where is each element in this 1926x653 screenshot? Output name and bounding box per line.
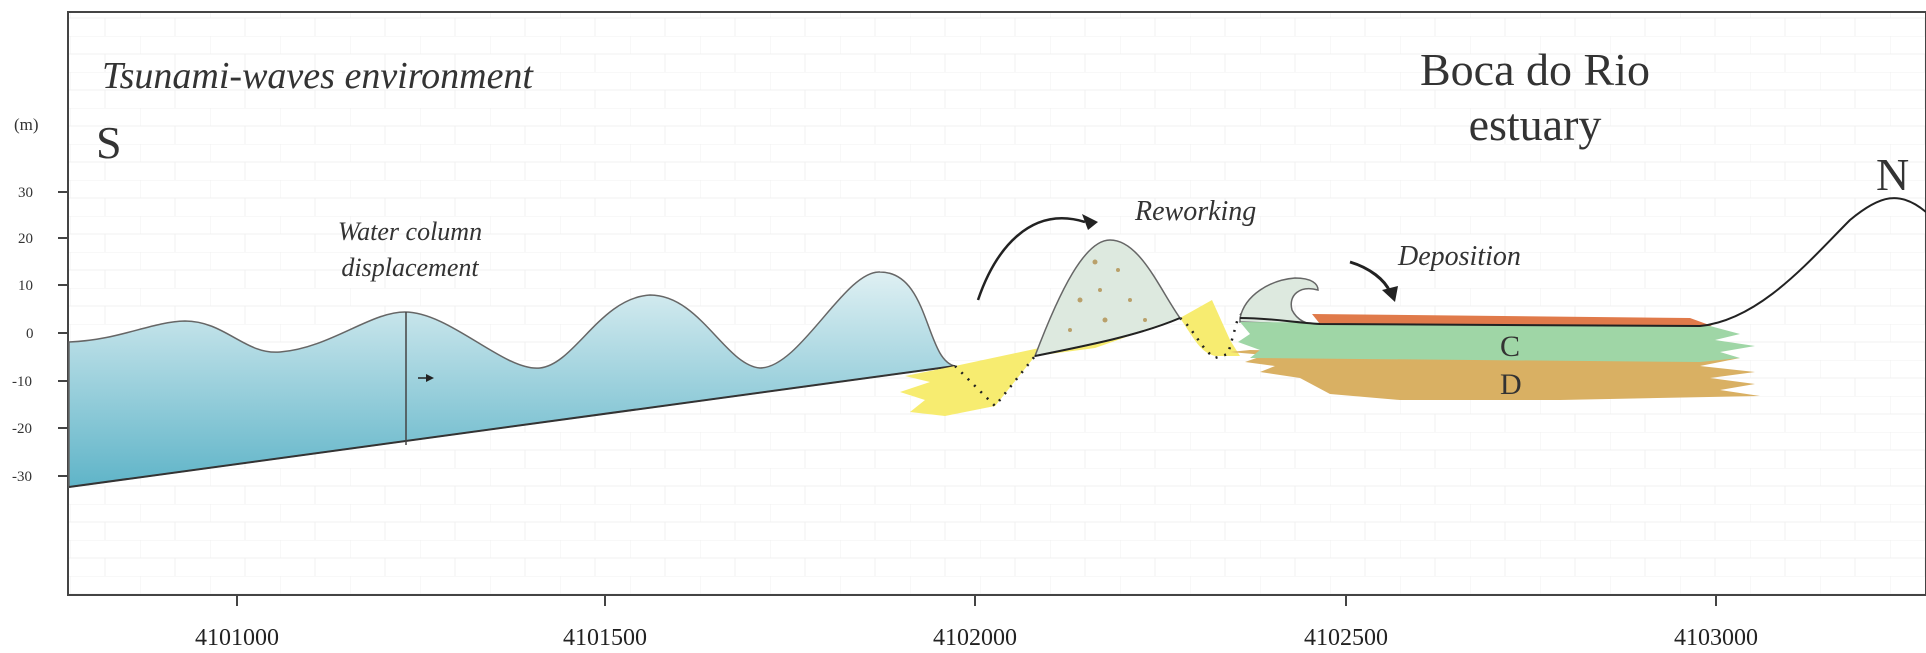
deposition-arrowhead [1382,286,1398,302]
water-column-label-line1: Water column [338,217,482,246]
reworking-arrowhead [1082,214,1098,230]
x-tick-label: 4102500 [1304,625,1388,651]
layer-c-label: C [1500,330,1520,363]
erosion-surface [954,355,1036,408]
layer-c [1238,322,1755,362]
y-tick-label: 30 [18,185,33,201]
y-tick-label: -10 [12,374,32,390]
sand-body [955,356,1035,406]
layer-d-label: D [1500,368,1522,401]
sediment-dots [1068,259,1147,332]
location-label-line1: Boca do Rio [1420,44,1650,95]
x-tick-label: 4101500 [563,625,647,651]
diagram-title: Tsunami-waves environment [102,55,534,97]
layer-d [1230,350,1760,400]
water-body [68,271,956,488]
y-tick-label: 20 [18,231,33,247]
y-tick-label: -20 [12,421,32,437]
y-tick-label: -30 [12,469,32,485]
water-column-label-line2: displacement [341,253,479,282]
displacement-arrowhead [426,374,434,382]
deposit-top-layer [1312,314,1712,326]
reworking-arrow [976,217,1086,301]
direction-south: S [96,117,122,168]
x-tick-label: 4103000 [1674,625,1758,651]
deposition-label: Deposition [1397,241,1521,272]
erosion-surface [1179,309,1246,360]
x-axis: 4101000 4101500 4102000 4102500 4103000 [195,595,1758,651]
y-tick-label: 0 [26,326,34,342]
land-profile [1239,197,1926,328]
location-label-line2: estuary [1469,99,1602,150]
plot-frame [67,11,1926,596]
reworking-label: Reworking [1134,196,1256,227]
y-tick-label: 10 [18,278,33,294]
seabed-line [68,365,956,488]
y-axis: (m) 30 20 10 0 -10 -20 -30 [12,115,68,485]
reworked-mound-base [1034,317,1181,357]
direction-north: N [1876,149,1909,200]
x-tick-label: 4101000 [195,625,279,651]
y-axis-unit: (m) [14,115,39,134]
x-tick-label: 4102000 [933,625,1017,651]
